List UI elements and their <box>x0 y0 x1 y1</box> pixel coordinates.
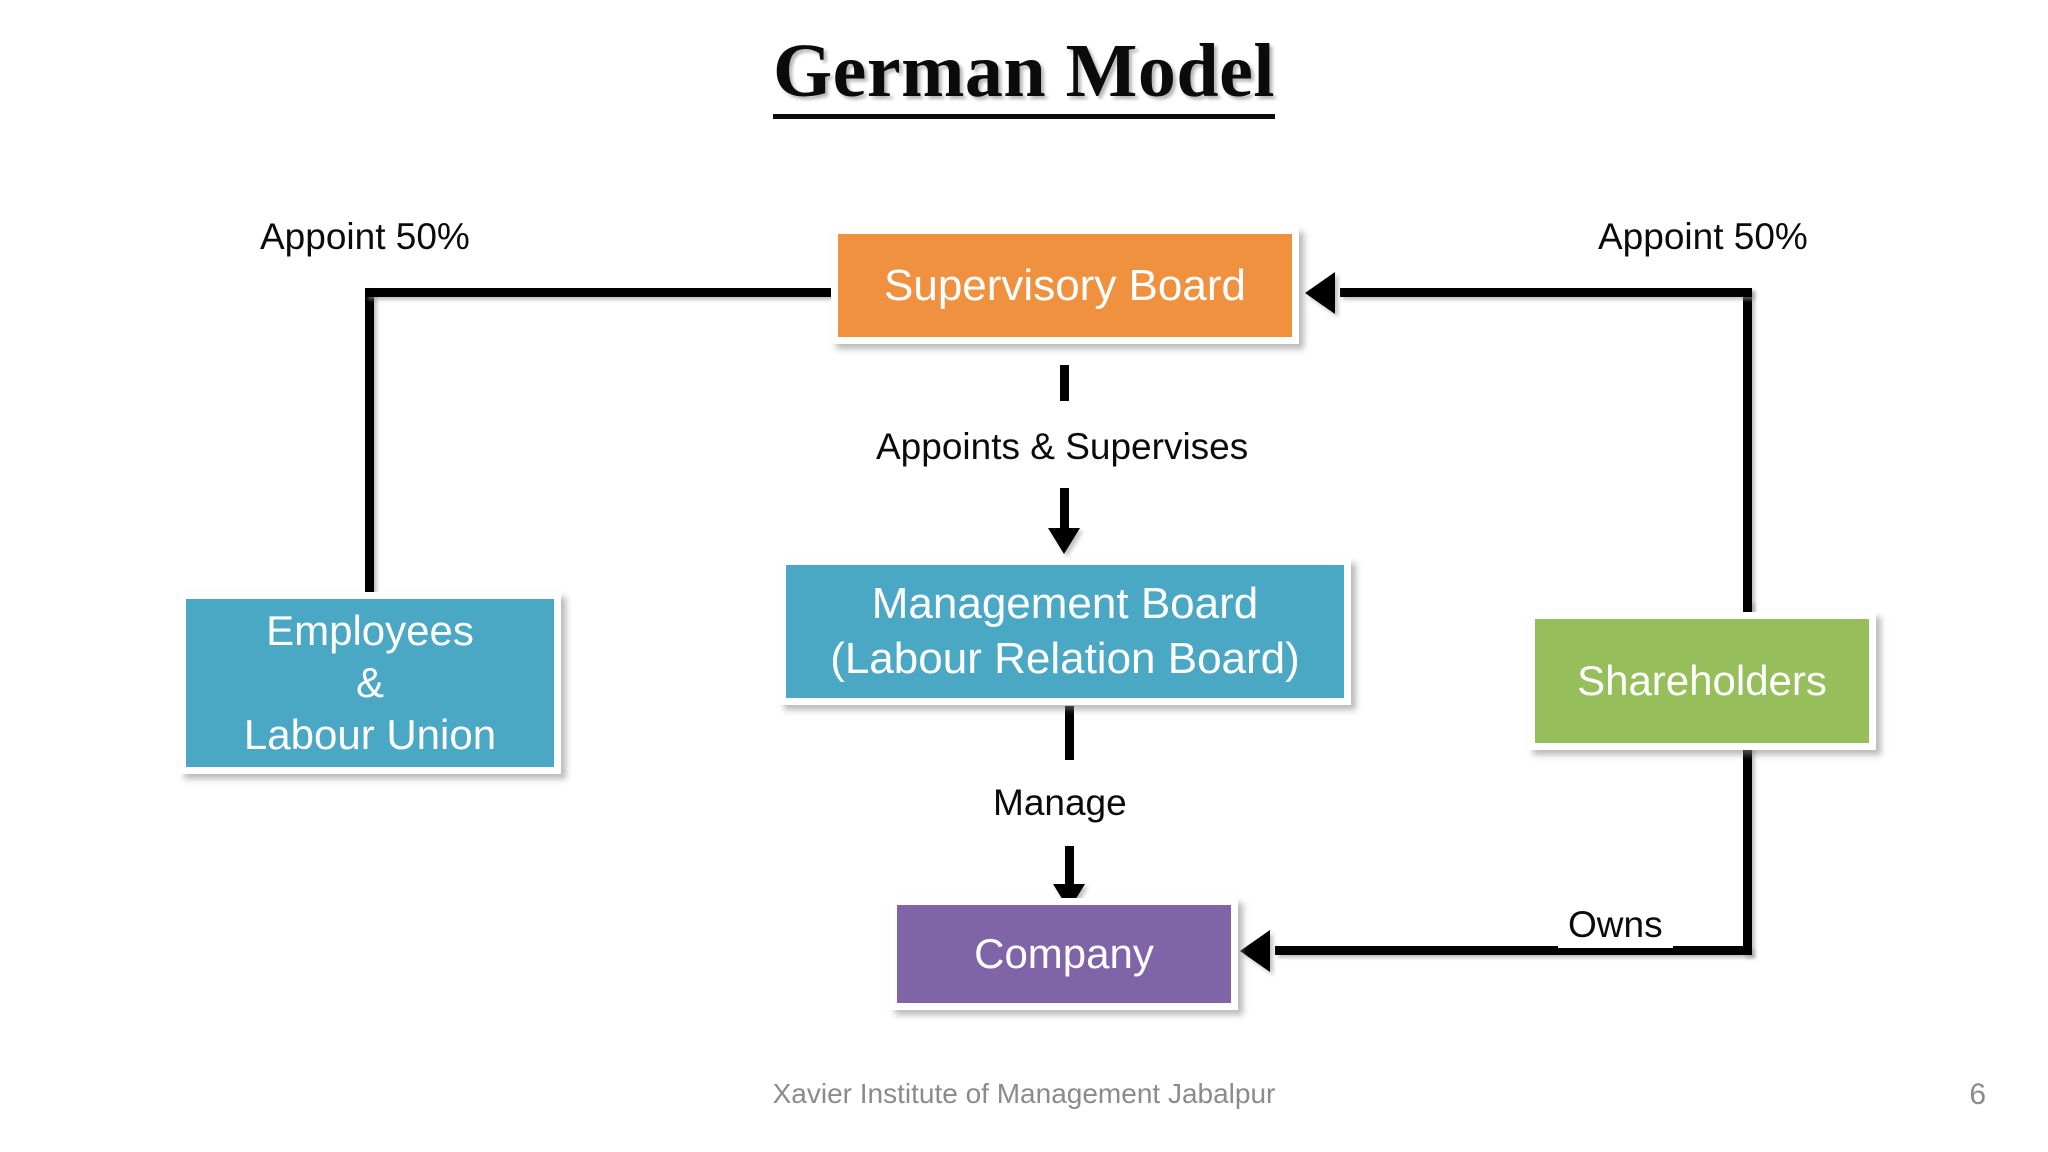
edge-label-manage: Manage <box>983 780 1137 826</box>
edge-label-owns: Owns <box>1558 902 1673 948</box>
page-number: 6 <box>1969 1078 1986 1111</box>
node-employees-labour-union[interactable]: Employees & Labour Union <box>179 592 561 774</box>
node-company[interactable]: Company <box>890 898 1238 1010</box>
connector-employees-vertical <box>365 288 374 610</box>
footer-institution-text: Xavier Institute of Management Jabalpur <box>772 1078 1276 1109</box>
connector-owns-horizontal <box>1275 946 1752 955</box>
connector-shareholders-horizontal <box>1340 288 1752 297</box>
connector-manage-shaft <box>1065 846 1074 888</box>
node-supervisory-board-label: Supervisory Board <box>884 260 1246 310</box>
node-supervisory-board[interactable]: Supervisory Board <box>831 227 1299 344</box>
arrowhead-owns-into-company <box>1240 930 1270 972</box>
connector-supervises-shaft <box>1060 488 1069 532</box>
node-company-label: Company <box>974 930 1154 977</box>
connector-manage-stub <box>1065 706 1074 760</box>
arrowhead-into-management-board <box>1048 528 1080 554</box>
node-management-board[interactable]: Management Board (Labour Relation Board) <box>779 558 1351 705</box>
edge-label-appoints-supervises: Appoints & Supervises <box>866 424 1259 470</box>
edge-label-appoint-50-right: Appoint 50% <box>1588 214 1818 260</box>
connector-supervises-stub <box>1060 365 1069 401</box>
node-shareholders[interactable]: Shareholders <box>1528 612 1876 750</box>
node-shareholders-label: Shareholders <box>1577 657 1827 704</box>
edge-label-appoint-50-left: Appoint 50% <box>250 214 480 260</box>
page-title: German Model <box>0 31 2048 119</box>
arrowhead-into-supervisory-board <box>1305 272 1335 314</box>
connector-shareholders-vertical <box>1743 288 1752 670</box>
page-title-text: German Model <box>772 31 1275 119</box>
node-employees-labour-union-label: Employees & Labour Union <box>243 606 497 759</box>
connector-employees-horizontal <box>365 288 853 297</box>
connector-owns-vertical <box>1743 600 1752 955</box>
node-management-board-label: Management Board (Labour Relation Board) <box>830 578 1300 683</box>
